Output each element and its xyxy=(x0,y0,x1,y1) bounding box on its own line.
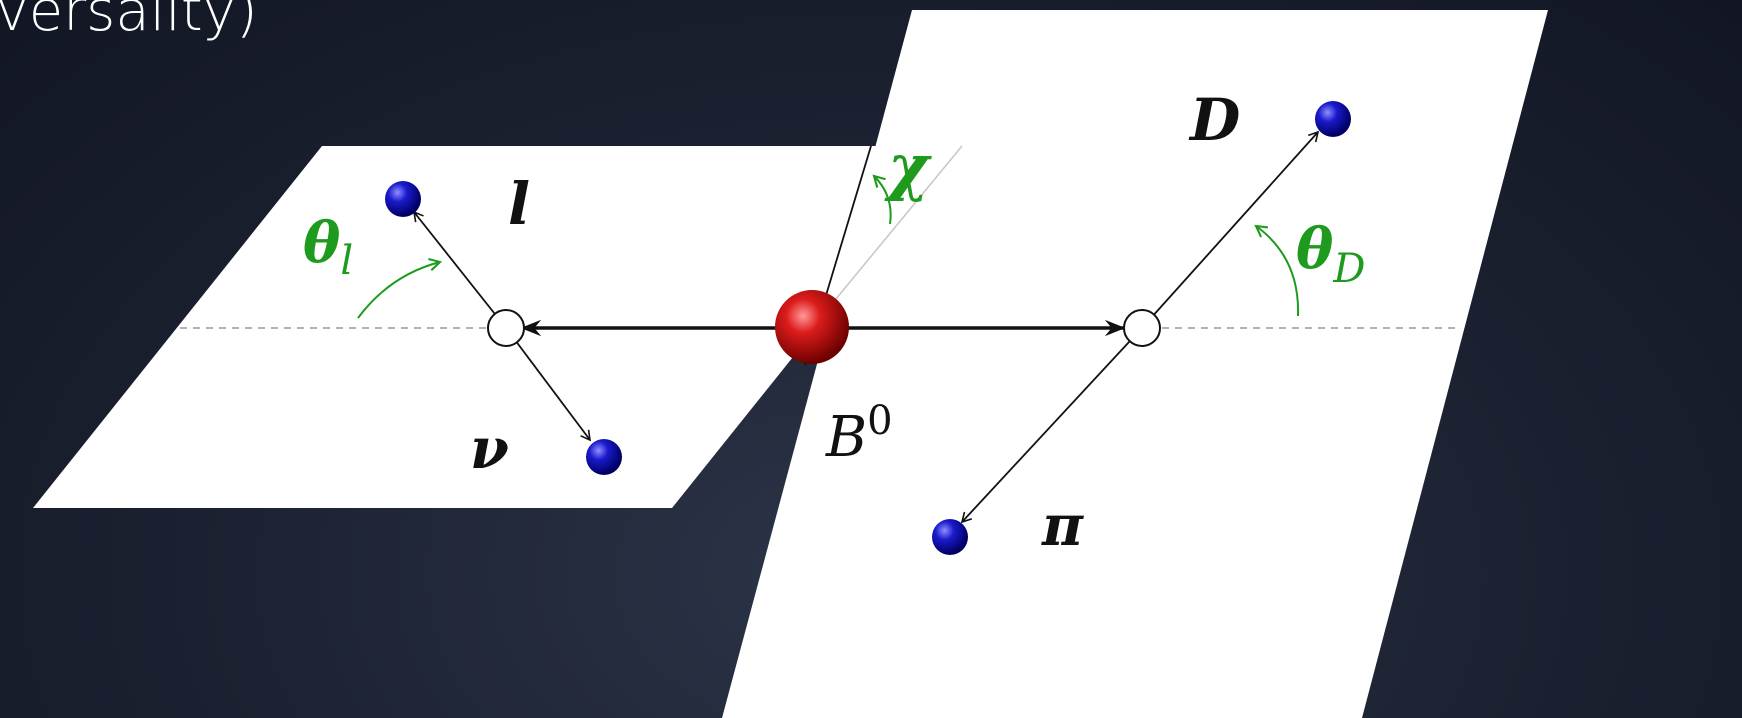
neutrino-arrow xyxy=(505,327,591,442)
neutrino-label: ν xyxy=(470,416,509,482)
d-meson-arrow xyxy=(1141,130,1320,329)
b0-particle xyxy=(775,290,849,364)
pion-arrow xyxy=(960,327,1143,524)
hadron-plane xyxy=(722,10,1548,718)
lepton-particle xyxy=(385,181,421,217)
w-decay-vertex xyxy=(487,309,525,347)
theta-d-label: θD xyxy=(1296,216,1365,292)
d-star-decay-vertex xyxy=(1123,309,1161,347)
slide-title: iversality) xyxy=(0,0,258,44)
theta-d-arc xyxy=(1254,224,1300,317)
b0-label: B0 xyxy=(825,398,893,470)
chi-guide-line xyxy=(811,145,963,329)
pion-label: π xyxy=(1041,493,1084,559)
chi-label: χ xyxy=(884,130,932,203)
theta-l-label: θl xyxy=(303,210,353,284)
lepton-arrow xyxy=(412,210,507,329)
neutrino-particle xyxy=(586,439,622,475)
chi-arc xyxy=(872,174,892,225)
lepton-label: l xyxy=(508,170,530,238)
theta-l-arc xyxy=(357,257,443,319)
d-meson-particle xyxy=(1315,101,1351,137)
pion-particle xyxy=(932,519,968,555)
d-meson-label: D xyxy=(1188,86,1240,154)
